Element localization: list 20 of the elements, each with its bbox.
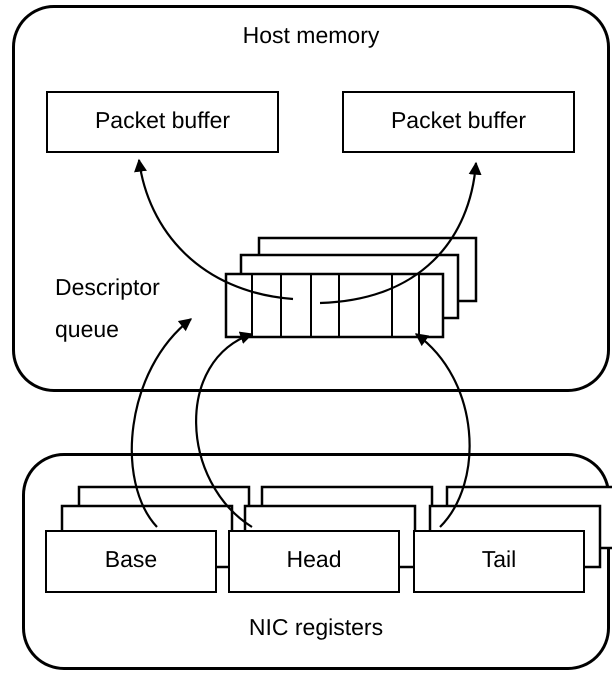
node-label: Packet buffer: [94, 107, 232, 134]
buffer-box: [46, 91, 279, 153]
region-panel: [22, 453, 610, 670]
node-label: Tail: [480, 546, 518, 573]
region-title: Host memory: [242, 22, 380, 49]
node-label: Base: [104, 546, 158, 573]
queue-label: Descriptor queue: [55, 273, 161, 344]
register-stack: [228, 530, 400, 593]
arrow: [320, 162, 481, 304]
arrow: [130, 318, 192, 528]
register-stack: [413, 530, 585, 593]
arrow: [195, 333, 254, 528]
buffer-box: [342, 91, 575, 153]
descriptor-queue: [225, 237, 476, 337]
region-panel: [12, 5, 610, 392]
node-label: Packet buffer: [390, 107, 528, 134]
arrow: [134, 158, 294, 300]
register-stack: [45, 530, 217, 593]
region-title: NIC registers: [248, 614, 384, 641]
node-label: Head: [286, 546, 342, 573]
